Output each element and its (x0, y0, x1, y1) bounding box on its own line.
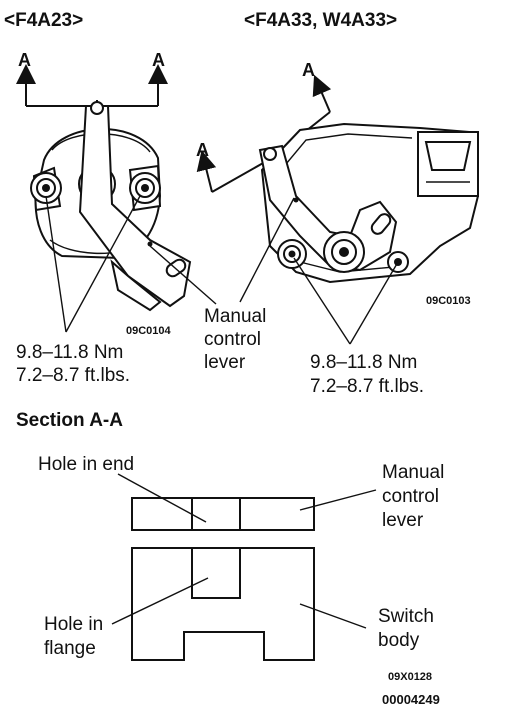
right-torque-nm: 9.8–11.8 Nm (310, 352, 417, 373)
left-torque-label: 9.8–11.8 Nm 7.2–8.7 ft.lbs. (16, 342, 130, 386)
right-model-header: <F4A33, W4A33> (244, 10, 397, 31)
right-manual-control-lever (258, 144, 398, 272)
hole-in-flange-line-2: flange (44, 638, 96, 659)
manual-control-lever-label: Manual control lever (204, 306, 266, 373)
left-section-arrows: A A (16, 50, 168, 107)
section-marker-a-right-1: A (196, 140, 209, 160)
left-torque-nm: 9.8–11.8 Nm (16, 342, 123, 363)
hole-in-end (191, 497, 241, 531)
right-bolt-left (277, 239, 307, 269)
section-lever-line-1: Manual (382, 462, 444, 483)
document-number: 00004249 (382, 692, 440, 707)
left-figure-code: 09C0104 (126, 325, 172, 337)
section-marker-a-left-2: A (152, 50, 165, 70)
hole-in-flange (191, 547, 241, 599)
right-lever-top-hole (263, 147, 277, 161)
hole-in-flange-line-1: Hole in (44, 614, 103, 635)
manual-control-lever-line-2: control (204, 329, 261, 350)
section-marker-a-right-2: A (302, 60, 315, 80)
left-torque-ftlbs: 7.2–8.7 ft.lbs. (16, 365, 130, 386)
section-switch-body-crosssection (131, 547, 315, 661)
right-torque-ftlbs: 7.2–8.7 ft.lbs. (310, 376, 424, 397)
switch-body-line-1: Switch (378, 606, 434, 627)
leader-lines-top (45, 195, 399, 345)
right-torque-label: 9.8–11.8 Nm 7.2–8.7 ft.lbs. (310, 352, 424, 397)
manual-control-lever-line-1: Manual (204, 306, 266, 327)
right-switch-drawing: A A (196, 60, 480, 284)
manual-control-lever-line-3: lever (204, 352, 246, 373)
section-figure-code: 09X0128 (388, 671, 432, 683)
left-switch-drawing: A A (16, 50, 192, 312)
section-lever-crosssection (131, 497, 315, 531)
left-bolt-left (30, 172, 62, 204)
section-lever-line-3: lever (382, 510, 424, 531)
section-marker-a-left-1: A (18, 50, 31, 70)
section-title: Section A-A (16, 410, 123, 431)
hole-in-end-label: Hole in end (38, 454, 134, 475)
section-lever-line-2: control (382, 486, 439, 507)
left-lever-top-hole (90, 101, 104, 115)
right-figure-code: 09C0103 (426, 295, 471, 307)
leader-lines-section (111, 473, 377, 629)
right-center-shaft (323, 231, 365, 273)
left-model-header: <F4A23> (4, 10, 83, 31)
right-connector (417, 131, 479, 197)
manual-control-lever-section-label: Manual control lever (382, 462, 444, 531)
switch-body-line-2: body (378, 630, 420, 651)
left-bolt-right (129, 172, 161, 204)
hole-in-flange-label: Hole in flange (44, 614, 103, 659)
switch-body-label: Switch body (378, 606, 434, 651)
right-lever-slot (370, 213, 392, 235)
left-housing-lower (110, 259, 162, 312)
